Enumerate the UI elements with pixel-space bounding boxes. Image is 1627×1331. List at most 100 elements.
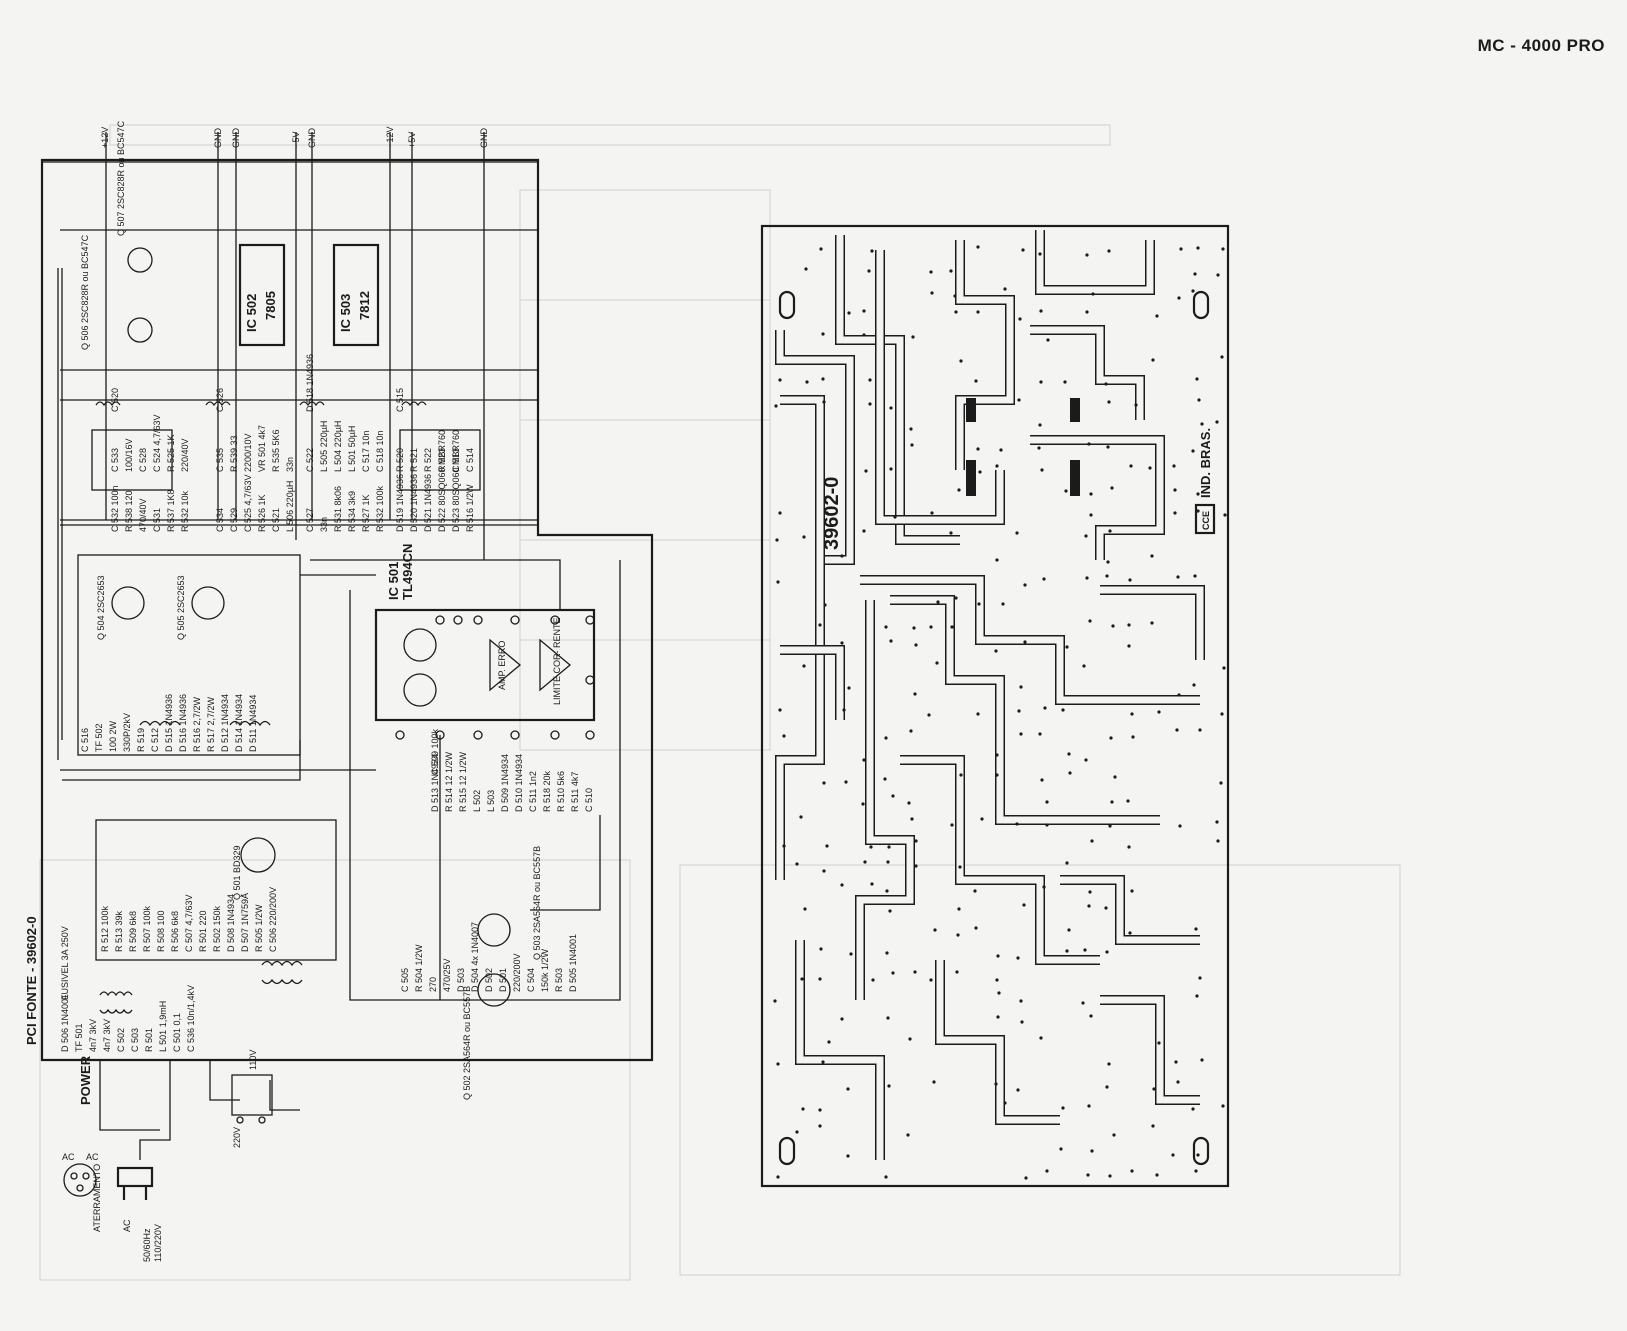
drill-hole: [936, 600, 940, 604]
drill-hole: [973, 889, 977, 893]
drill-hole: [974, 926, 978, 930]
drill-hole: [913, 970, 917, 974]
component-label: R 501: [144, 1028, 154, 1052]
drill-hole: [795, 1130, 799, 1134]
drill-hole: [871, 978, 875, 982]
drill-hole: [1020, 1020, 1024, 1024]
drill-hole: [1220, 712, 1224, 716]
drill-hole: [1085, 253, 1089, 257]
drill-hole: [1085, 576, 1089, 580]
component-label: C 518 10n: [375, 430, 385, 472]
drill-hole: [1040, 778, 1044, 782]
component-label: C 517 10n: [361, 430, 371, 472]
drill-hole: [1105, 574, 1109, 578]
component-label: C 522: [305, 448, 315, 472]
drill-hole: [950, 823, 954, 827]
drill-hole: [1193, 272, 1197, 276]
drill-hole: [1173, 511, 1177, 515]
primary-section: [95, 819, 337, 961]
drill-hole: [978, 470, 982, 474]
drill-hole: [1148, 466, 1152, 470]
drill-hole: [849, 952, 853, 956]
drill-hole: [1126, 799, 1130, 803]
transistor-q505: [191, 586, 225, 620]
drill-hole: [862, 333, 866, 337]
component-label: R 539 33: [229, 435, 239, 472]
drill-hole: [976, 310, 980, 314]
drill-hole: [1107, 249, 1111, 253]
drill-hole: [1061, 1106, 1065, 1110]
drill-hole: [1177, 693, 1181, 697]
drill-hole: [884, 1175, 888, 1179]
component-label: L 505 220µH: [319, 421, 329, 472]
component-label: R 538 120: [124, 490, 134, 532]
rail-label: GND: [231, 128, 241, 149]
driver-section: [77, 554, 301, 756]
component-label: R 517 2,7/2W: [206, 696, 216, 752]
drill-hole: [1110, 486, 1114, 490]
component-label: R 506 6k8: [170, 911, 180, 952]
drill-hole: [1219, 781, 1223, 785]
drill-hole: [929, 270, 933, 274]
drill-hole: [870, 882, 874, 886]
drill-hole: [1157, 710, 1161, 714]
component-label: R 534 3k9: [347, 491, 357, 532]
drill-hole: [800, 977, 804, 981]
component-label: 220/40V: [180, 438, 190, 472]
component-label: C 512: [150, 728, 160, 752]
component-label: R 511 4k7: [570, 772, 580, 812]
drill-hole: [891, 794, 895, 798]
component-label: D 505 1N4001: [568, 934, 578, 992]
component-label: D 504 4x 1N4007: [470, 922, 480, 992]
drill-hole: [997, 991, 1001, 995]
transistor-label: Q 506 2SC828R ou BC547C: [80, 234, 90, 350]
drill-hole: [1017, 398, 1021, 402]
rail-label: +12V: [100, 127, 110, 148]
drill-hole: [776, 580, 780, 584]
drill-hole: [1195, 377, 1199, 381]
rail-label: - 5V: [291, 131, 301, 148]
transistor-q501: [240, 837, 276, 873]
drill-hole: [840, 554, 844, 558]
drill-hole: [1059, 1147, 1063, 1151]
transistor-label: Q 502 2SA564R ou BC557B: [462, 986, 472, 1100]
component-label: VR 501 4k7: [257, 425, 267, 472]
drill-hole: [1087, 1104, 1091, 1108]
drill-hole: [996, 1015, 1000, 1019]
drill-hole: [932, 1080, 936, 1084]
drill-hole: [1067, 752, 1071, 756]
drill-hole: [893, 515, 897, 519]
drill-hole: [821, 1060, 825, 1064]
component-label: R 503: [554, 968, 564, 992]
drill-hole: [869, 845, 873, 849]
power-pads: [966, 398, 1080, 496]
drill-hole: [863, 860, 867, 864]
component-label: R 522: [423, 448, 433, 472]
drill-hole: [1018, 317, 1022, 321]
component-label: C 525 4,7/63V: [243, 474, 253, 532]
drill-hole: [864, 469, 868, 473]
transistor-q504: [111, 586, 145, 620]
drill-hole: [867, 269, 871, 273]
drill-hole: [1151, 1124, 1155, 1128]
drill-hole: [995, 978, 999, 982]
drill-hole: [994, 1082, 998, 1086]
drill-hole: [823, 603, 827, 607]
upper-inductors: [95, 401, 427, 407]
drill-hole: [1198, 976, 1202, 980]
component-label: D 515 1N4936: [164, 694, 174, 752]
drill-hole: [1111, 624, 1115, 628]
drill-hole: [802, 664, 806, 668]
component-label: C 507 4,7/63V: [184, 894, 194, 952]
power-switch-label: POWER: [78, 1055, 93, 1105]
upper-rectifier-left: [91, 429, 173, 491]
socket-ac-left: AC: [62, 1152, 75, 1162]
drill-hole: [846, 1087, 850, 1091]
transistor-label: Q 501 BD329: [232, 845, 242, 900]
drill-hole: [1045, 800, 1049, 804]
component-label: C 516: [80, 728, 90, 752]
component-label: C 511 1n2: [528, 771, 538, 812]
rail-label: GND: [213, 128, 223, 149]
drill-hole: [957, 907, 961, 911]
